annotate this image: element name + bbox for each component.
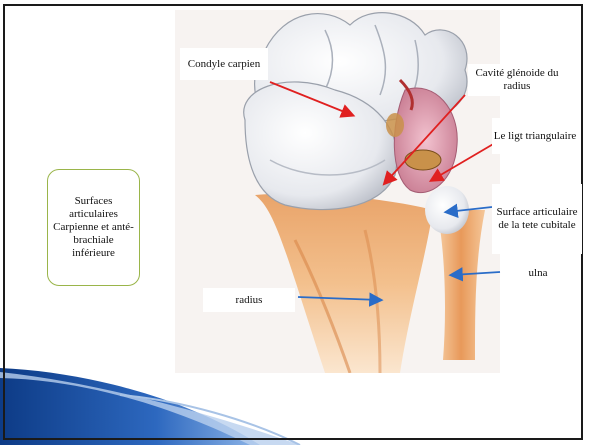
label-ulna: ulna — [502, 264, 574, 282]
side-summary-box: Surfaces articulaires Carpienne et anté-… — [47, 169, 140, 286]
label-cavite: Cavité glénoide du radius — [468, 64, 566, 96]
label-ligament: Le ligt triangulaire — [492, 118, 578, 154]
label-surface: Surface articulaire de la tete cubitale — [492, 184, 582, 254]
label-condyle: Condyle carpien — [180, 48, 268, 80]
label-radius: radius — [203, 288, 295, 312]
